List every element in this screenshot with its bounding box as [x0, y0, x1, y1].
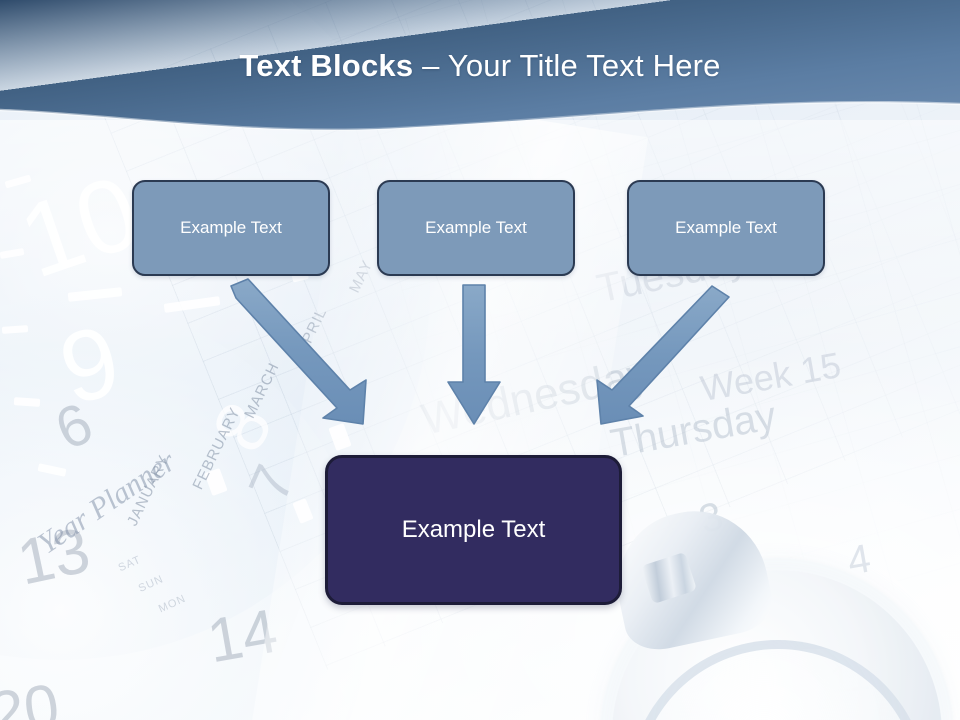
- text-block-2[interactable]: Example Text: [377, 180, 575, 276]
- page-title-strong: Text Blocks: [239, 48, 414, 83]
- clock-numeral-20: 20: [0, 671, 64, 720]
- page-title: Text Blocks – Your Title Text Here: [0, 48, 960, 84]
- clock-tick: [13, 397, 41, 407]
- text-block-3-label: Example Text: [675, 218, 777, 237]
- text-block-2-label: Example Text: [425, 218, 527, 237]
- page-title-light: Your Title Text Here: [447, 48, 721, 83]
- text-block-3[interactable]: Example Text: [627, 180, 825, 276]
- text-block-1[interactable]: Example Text: [132, 180, 330, 276]
- text-block-result-label: Example Text: [401, 516, 546, 543]
- text-block-1-label: Example Text: [180, 218, 282, 237]
- clock-numeral-14: 14: [202, 596, 283, 677]
- text-block-result[interactable]: Example Text: [325, 455, 622, 605]
- page-title-separator: –: [413, 48, 448, 83]
